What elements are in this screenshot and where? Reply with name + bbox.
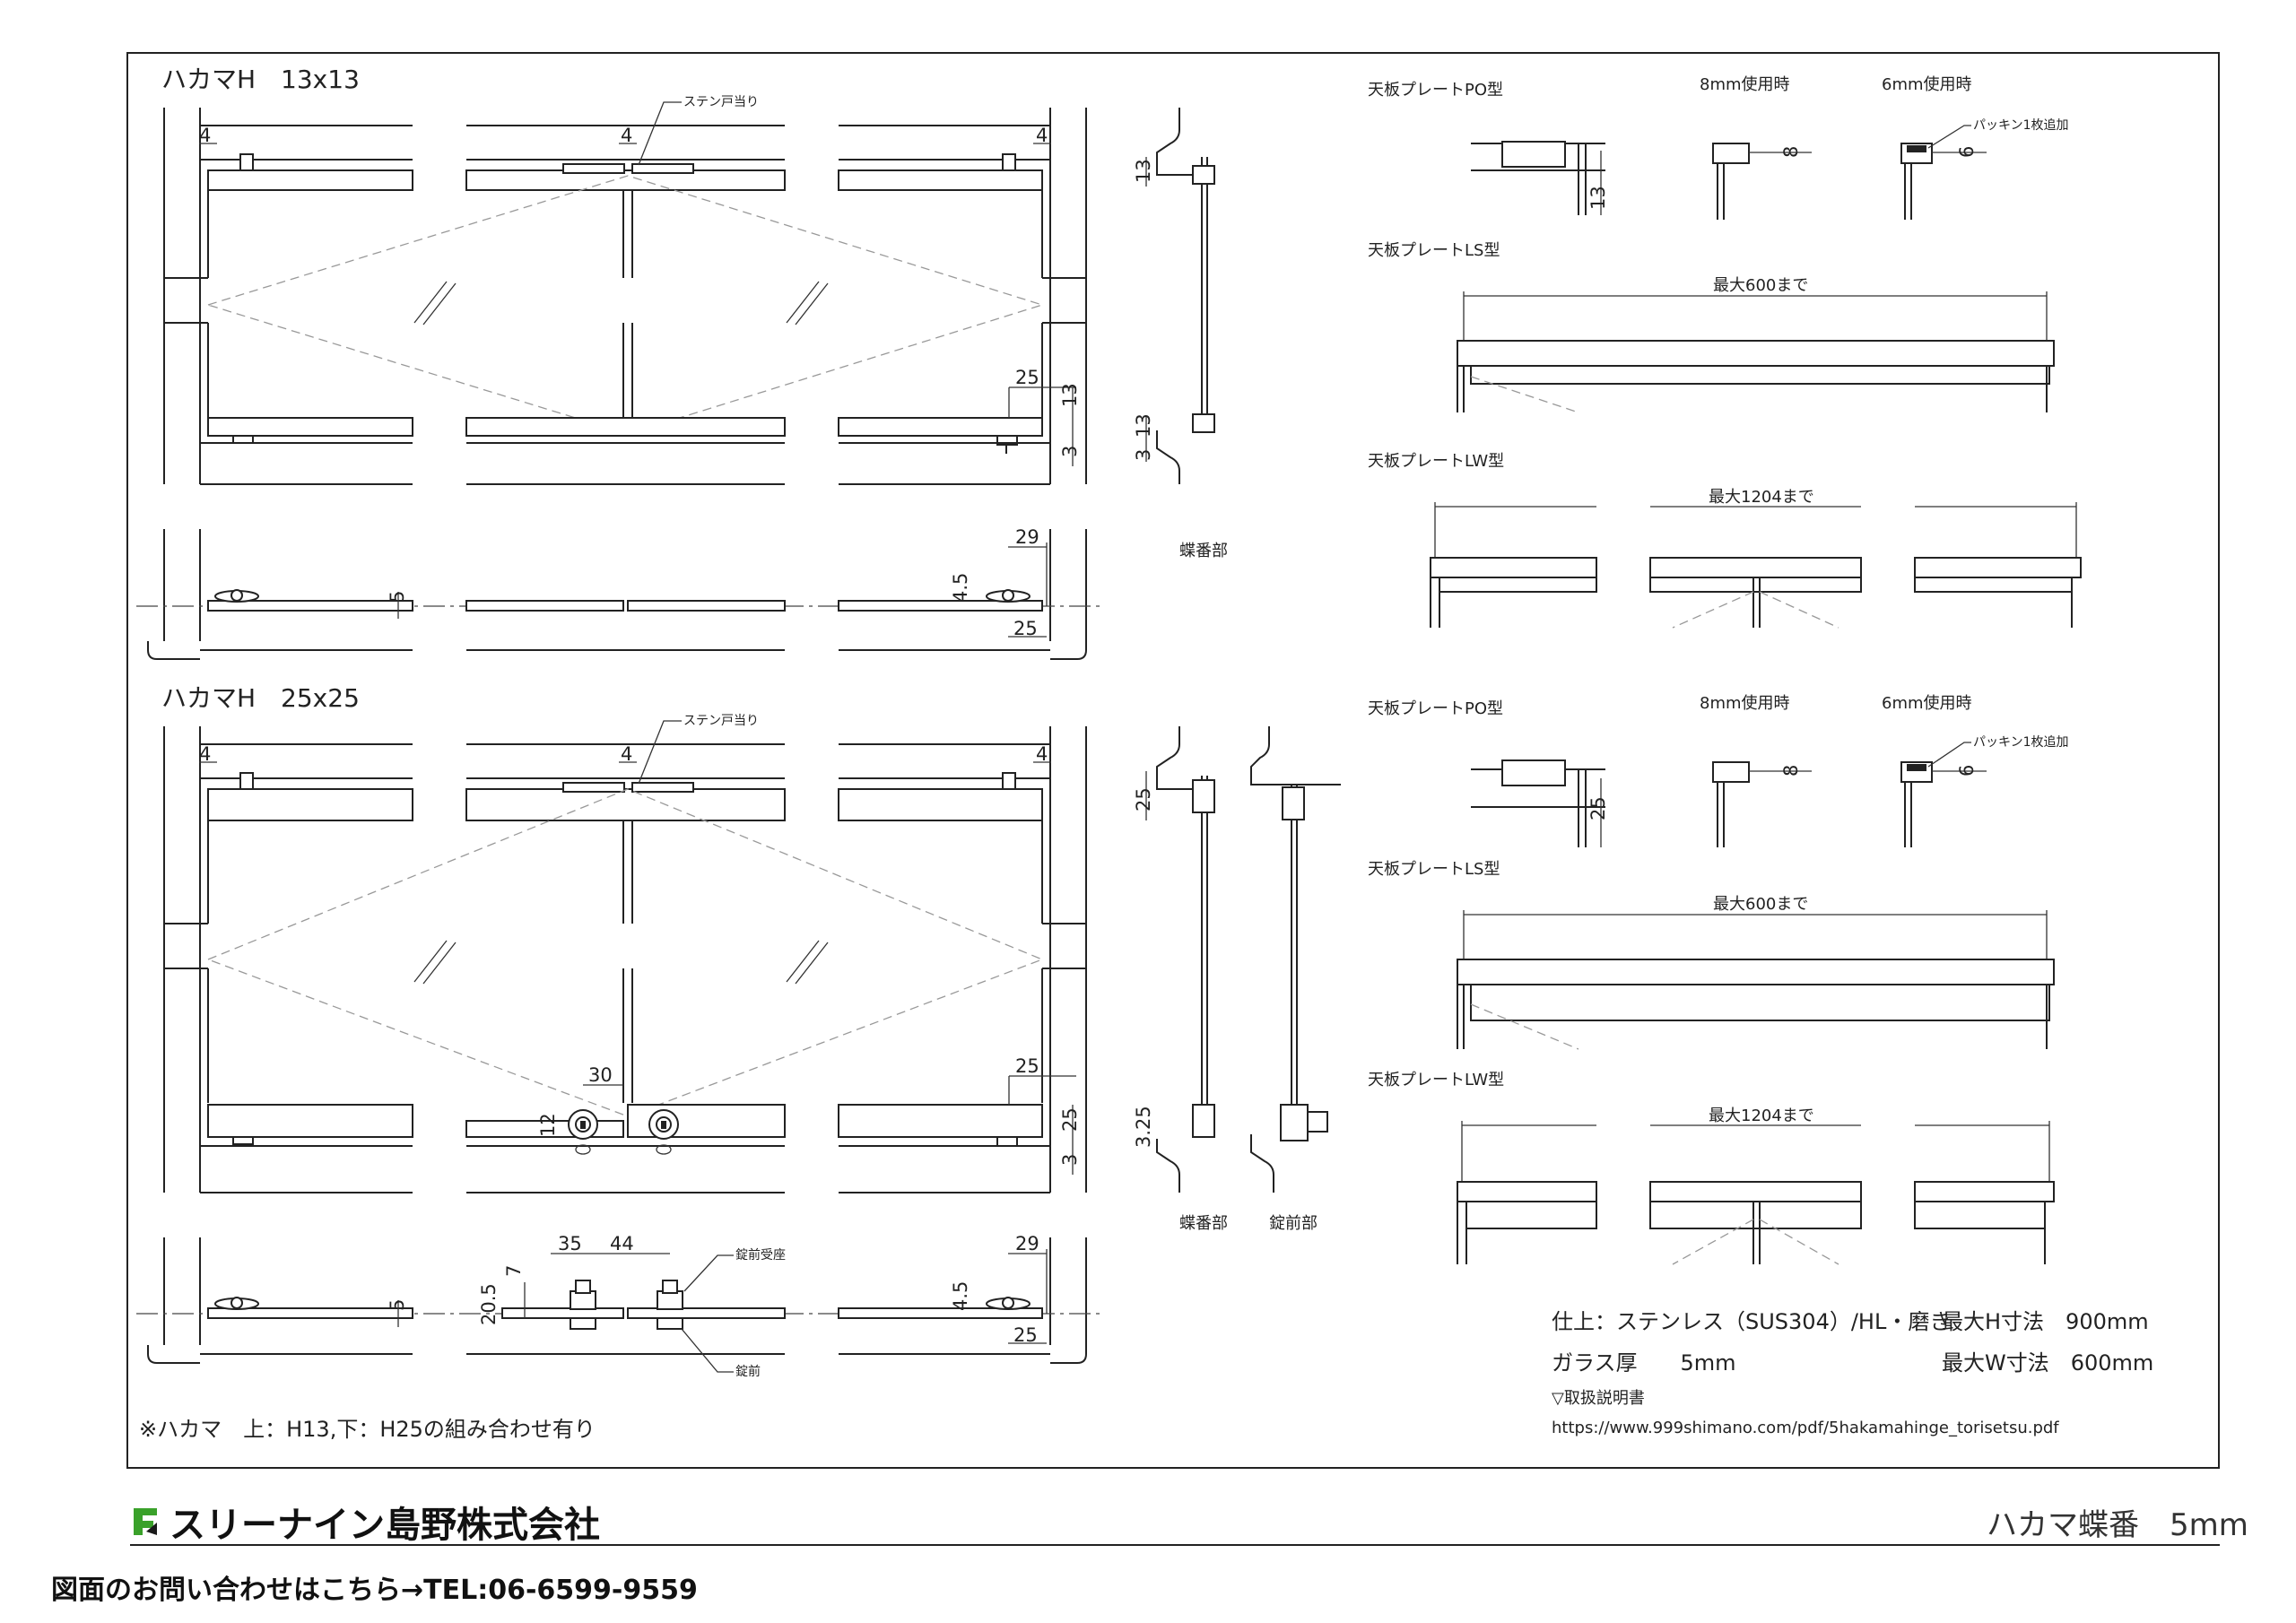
spec-max-h: 最大H寸法 900mm [1942,1309,2149,1334]
spec-finish: 仕上：ステンレス（SUS304）/HL・磨き [1552,1309,1951,1334]
lower-plan-dim-4.5: 4.5 [950,1281,971,1311]
dim-20.5: 20.5 [478,1283,500,1325]
plan-dim-4.5: 4.5 [950,573,971,603]
mm6-dim-6: 6 [1956,146,1978,158]
plate-po-label-2: 天板プレートPO型 [1368,699,1503,718]
mm6-dim-6-2: 6 [1956,765,1978,777]
lock-part-label: 錠前部 [1269,1214,1318,1233]
side-dim-3: 3 [1133,449,1154,461]
lower-hinge-label: 蝶番部 [1179,1214,1228,1233]
lower-plan-dim-29: 29 [1015,1233,1039,1254]
product-name: ハカマ蝶番 5mm [1987,1507,2248,1543]
lower-dim-4-center: 4 [621,743,632,765]
dim-7: 7 [503,1265,525,1277]
side-dim-25-top: 25 [1133,787,1154,812]
lw-max-label: 最大1204まで [1709,488,1814,507]
dim-30: 30 [588,1064,613,1086]
plate-8mm-label-2: 8mm使用時 [1700,694,1790,713]
dim-12: 12 [537,1113,559,1137]
po-dim-13: 13 [1587,186,1609,210]
upper-front-view: ハカマH 13x13 [161,65,1087,485]
ls-max-label-2: 最大600まで [1713,895,1808,914]
dim-44: 44 [610,1233,634,1254]
plan-dim-29: 29 [1015,526,1039,548]
dim-13: 13 [1059,383,1081,407]
plate-lw-label: 天板プレートLW型 [1368,452,1504,471]
lower-plan-dim-25: 25 [1013,1324,1038,1346]
lower-side-sections: 25 3.25 蝶番部 錠前部 [1133,726,1341,1233]
plate-lw-label-2: 天板プレートLW型 [1368,1071,1504,1089]
lower-dim-4-right: 4 [1036,743,1048,765]
combination-note: ※ハカマ 上：H13,下：H25の組み合わせ有り [139,1417,596,1442]
upper-plan-view: 5 29 4.5 25 [136,526,1103,660]
packing-label: パッキン1枚追加 [1973,118,2069,133]
lower-plan-view: 35 44 7 20.5 錠前受座 錠前 5 29 4.5 25 [136,1233,1103,1379]
plate-6mm-label: 6mm使用時 [1882,75,1972,94]
company-name: スリーナイン島野株式会社 [170,1505,600,1546]
lower-dim-25-b: 25 [1059,1107,1081,1132]
lower-sten-label: ステン戸当り [683,714,759,728]
lower-dim-3: 3 [1059,1154,1081,1166]
company-logo: スリーナイン島野株式会社 [130,1496,600,1548]
spec-glass: ガラス厚 5mm [1552,1350,1736,1376]
side-dim-13-top: 13 [1133,159,1154,183]
plate-6mm-label-2: 6mm使用時 [1882,694,1972,713]
plan-dim-5: 5 [387,591,408,603]
po-dim-25: 25 [1587,796,1609,820]
spec-max-w: 最大W寸法 600mm [1942,1350,2153,1376]
dim-3: 3 [1059,446,1081,457]
specs-block: 仕上：ステンレス（SUS304）/HL・磨き 最大H寸法 900mm ガラス厚 … [1552,1309,2153,1437]
logo-mark-icon [130,1505,161,1539]
dim-35: 35 [558,1233,582,1254]
upper-title: ハカマH 13x13 [161,65,360,94]
plate-8mm-label: 8mm使用時 [1700,75,1790,94]
upper-sten-label: ステン戸当り [683,95,759,109]
ls-max-label: 最大600まで [1713,276,1808,295]
contact-tel: 図面のお問い合わせはこちら→TEL:06-6599-9559 [51,1575,698,1606]
packing-label-2: パッキン1枚追加 [1973,735,2069,750]
footer-divider [130,1544,2220,1546]
plate-ls-label: 天板プレートLS型 [1368,241,1500,260]
lower-front-view: ハカマH 25x25 [161,683,1087,1193]
lock-label: 錠前 [735,1364,761,1379]
dim-4-left: 4 [199,125,211,146]
plate-ls-label-2: 天板プレートLS型 [1368,860,1500,879]
dim-4-center: 4 [621,125,632,146]
lower-dim-25-a: 25 [1015,1055,1039,1077]
plates-lower: 天板プレートPO型 8mm使用時 6mm使用時 25 8 6 パッキン1枚追加 … [1368,694,2069,1265]
lw-max-label-2: 最大1204まで [1709,1107,1814,1125]
lower-dim-4-left: 4 [199,743,211,765]
upper-hinge-label: 蝶番部 [1179,542,1228,560]
plate-po-label: 天板プレートPO型 [1368,81,1503,100]
lower-plan-dim-5: 5 [387,1299,408,1311]
mm8-dim-8: 8 [1780,146,1802,158]
dim-25: 25 [1015,367,1039,388]
lower-title: ハカマH 25x25 [161,683,360,713]
dim-4-right: 4 [1036,125,1048,146]
plates-upper: 天板プレートPO型 8mm使用時 6mm使用時 13 8 6 パッキン1枚追加 … [1368,75,2082,629]
side-dim-3.25: 3.25 [1133,1106,1154,1148]
lock-seat-label: 錠前受座 [735,1247,786,1263]
spec-manual: ▽取扱説明書 [1552,1389,1645,1408]
upper-side-section: 13 13 3 蝶番部 [1133,108,1228,560]
plan-dim-25: 25 [1013,618,1038,639]
side-dim-13-bottom: 13 [1133,413,1154,438]
spec-url: https://www.999shimano.com/pdf/5hakamahi… [1552,1419,2059,1437]
mm8-dim-8-2: 8 [1780,765,1802,777]
drawing-frame [126,52,2220,1469]
